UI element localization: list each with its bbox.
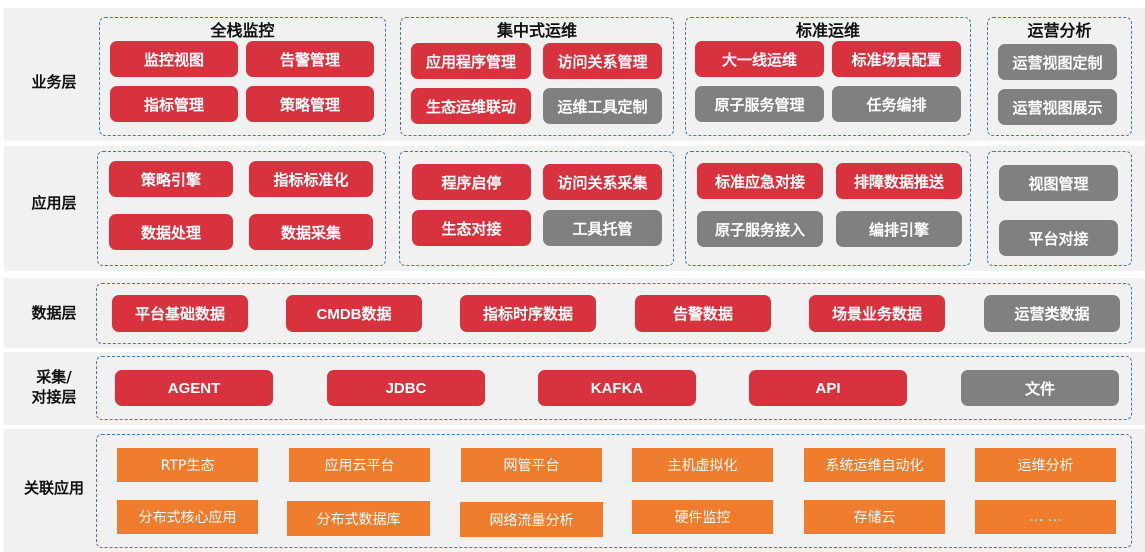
btn-operations-data[interactable]: 运营类数据 [984,295,1120,332]
layer-label-application: 应用层 [31,194,77,212]
group-standard-application [685,151,971,266]
item-distributed-core-app[interactable]: 分布式核心应用 [117,500,258,534]
btn-jdbc[interactable]: JDBC [327,370,485,406]
btn-metric-standardization[interactable]: 指标标准化 [249,161,373,197]
btn-ops-view-display[interactable]: 运营视图展示 [998,89,1117,125]
layer-label-collect-line1: 采集/ [36,368,72,386]
btn-policy-engine[interactable]: 策略引擎 [109,161,233,197]
btn-program-start-stop[interactable]: 程序启停 [412,164,531,200]
group-title-operations: 运营分析 [987,17,1132,41]
btn-orchestration-engine[interactable]: 编排引擎 [836,211,962,247]
item-app-cloud-platform[interactable]: 应用云平台 [289,448,430,482]
btn-data-collection[interactable]: 数据采集 [249,214,373,250]
group-full-stack-application [97,151,386,266]
btn-view-management[interactable]: 视图管理 [999,165,1118,201]
btn-standard-scene-config[interactable]: 标准场景配置 [832,41,961,77]
layer-label-collect-line2: 对接层 [31,388,77,406]
btn-troubleshooting-data-push[interactable]: 排障数据推送 [836,163,962,199]
group-centralized-business [400,17,674,136]
group-operations-application [987,151,1132,266]
layer-label-data: 数据层 [31,304,77,322]
btn-access-relation-collection[interactable]: 访问关系采集 [543,164,662,200]
btn-ops-view-custom[interactable]: 运营视图定制 [998,44,1117,80]
group-title-standard: 标准运维 [685,17,971,41]
group-standard-business [685,17,971,136]
btn-kafka[interactable]: KAFKA [538,370,696,406]
btn-platform-basic-data[interactable]: 平台基础数据 [112,295,248,332]
btn-app-program-management[interactable]: 应用程序管理 [411,43,531,79]
btn-atomic-service-management[interactable]: 原子服务管理 [695,86,824,122]
item-network-management-platform[interactable]: 网管平台 [461,448,602,482]
btn-eco-integration[interactable]: 生态对接 [412,210,531,246]
btn-api[interactable]: API [749,370,907,406]
item-storage-cloud[interactable]: 存储云 [804,500,945,534]
item-ops-analysis[interactable]: 运维分析 [975,448,1116,482]
group-full-stack-business [99,17,386,136]
btn-access-relation-management[interactable]: 访问关系管理 [543,43,662,79]
item-host-virtualization[interactable]: 主机虚拟化 [632,448,773,482]
collect-layer-frame [96,356,1132,420]
item-system-ops-automation[interactable]: 系统运维自动化 [804,448,945,482]
btn-frontline-ops[interactable]: 大一线运维 [695,41,824,77]
btn-monitor-view[interactable]: 监控视图 [110,41,238,77]
btn-alert-management[interactable]: 告警管理 [246,41,374,77]
btn-metric-timeseries-data[interactable]: 指标时序数据 [460,295,596,332]
btn-standard-emergency-integration[interactable]: 标准应急对接 [697,163,823,199]
item-network-traffic-analysis[interactable]: 网络流量分析 [460,502,603,537]
btn-scene-business-data[interactable]: 场景业务数据 [809,295,945,332]
btn-alert-data[interactable]: 告警数据 [635,295,771,332]
btn-metric-management[interactable]: 指标管理 [110,86,238,122]
related-layer-frame [96,434,1132,548]
group-operations-business [987,17,1132,136]
btn-eco-ops-linkage[interactable]: 生态运维联动 [411,88,531,124]
layer-label-collect: 采集/ 对接层 [14,367,94,407]
btn-cmdb-data[interactable]: CMDB数据 [286,295,422,332]
item-hardware-monitoring[interactable]: 硬件监控 [632,500,773,534]
group-title-full-stack: 全栈监控 [99,17,386,41]
btn-policy-management[interactable]: 策略管理 [246,86,374,122]
btn-agent[interactable]: AGENT [115,370,273,406]
layer-label-business: 业务层 [31,73,77,91]
btn-tool-hosting[interactable]: 工具托管 [543,210,662,246]
btn-data-processing[interactable]: 数据处理 [109,214,233,250]
layer-label-related: 关联应用 [23,479,84,497]
btn-task-orchestration[interactable]: 任务编排 [832,86,961,122]
group-title-centralized: 集中式运维 [400,17,674,41]
item-more[interactable]: … … [975,500,1116,534]
btn-platform-integration[interactable]: 平台对接 [999,220,1118,256]
group-centralized-application [399,151,674,266]
data-layer-frame [96,283,1132,344]
item-distributed-database[interactable]: 分布式数据库 [287,501,430,536]
btn-ops-tool-custom[interactable]: 运维工具定制 [543,88,662,124]
btn-atomic-service-access[interactable]: 原子服务接入 [697,211,823,247]
item-rtp-eco[interactable]: RTP生态 [117,448,258,482]
btn-file[interactable]: 文件 [961,370,1119,406]
